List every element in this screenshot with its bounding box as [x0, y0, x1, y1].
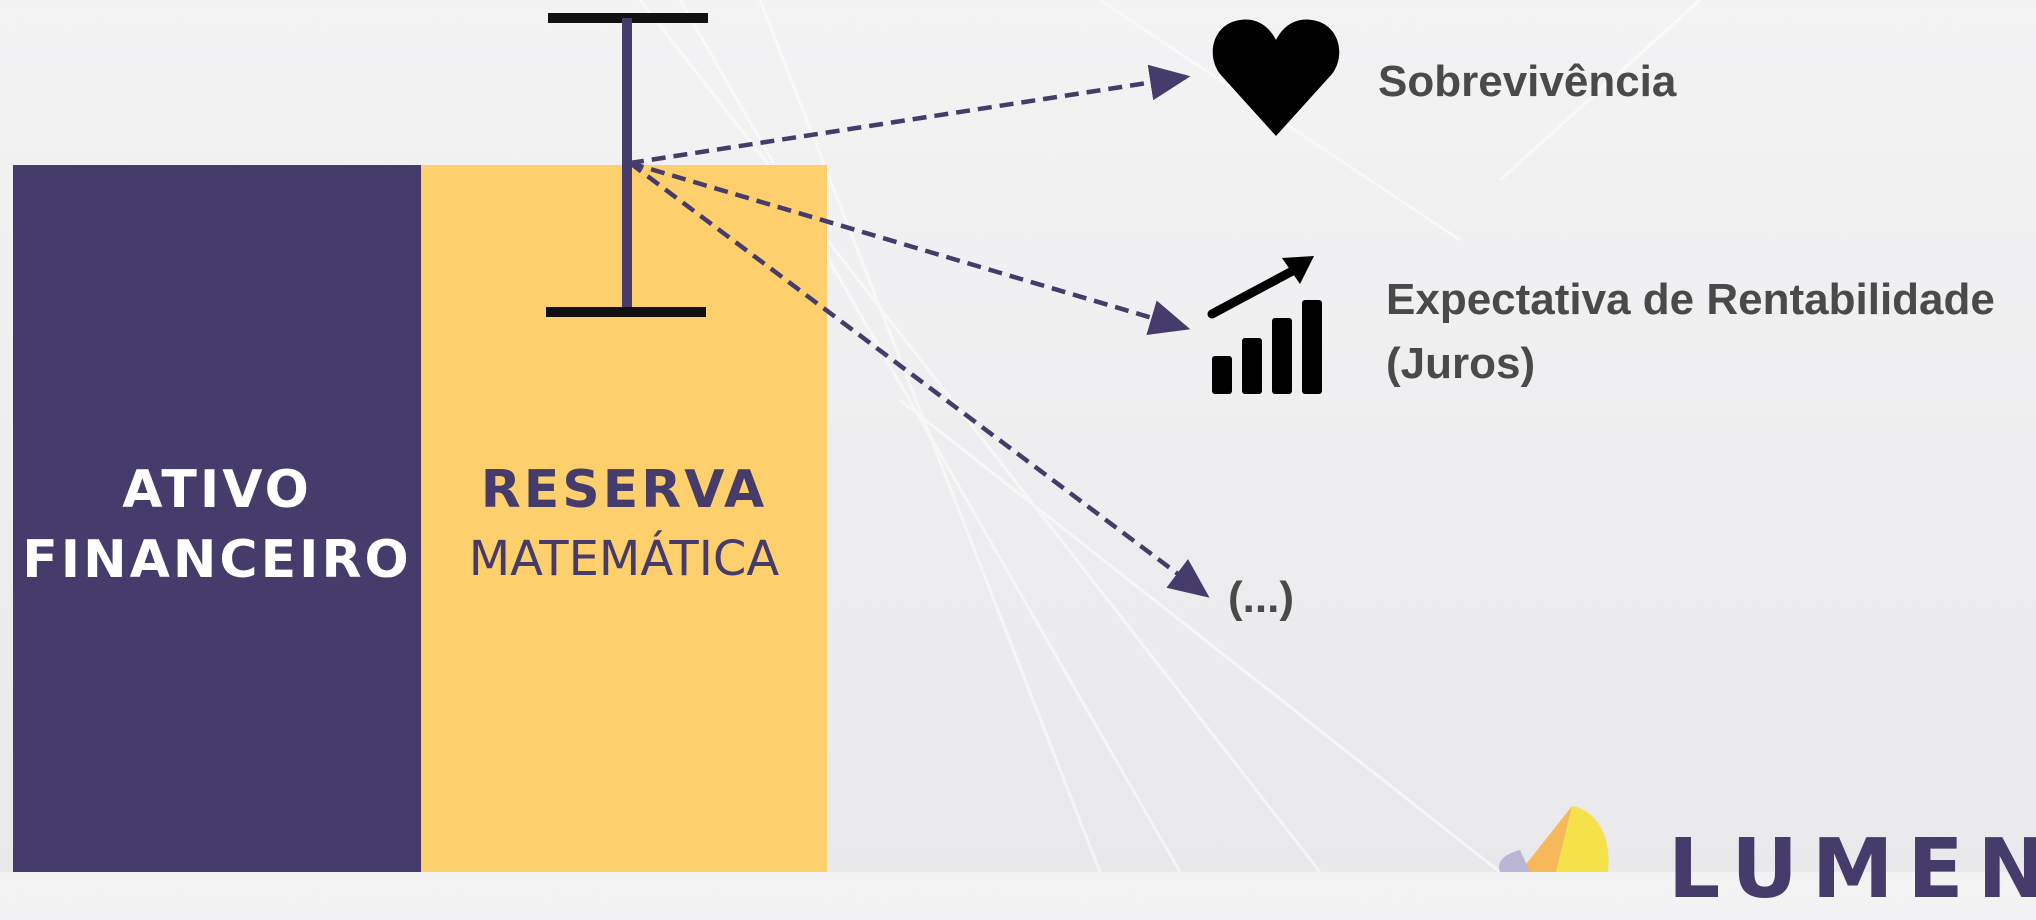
juros-label: (Juros) — [1386, 339, 1536, 388]
arrow-expectativa — [629, 160, 1191, 336]
range-and-arrows — [546, 13, 1210, 598]
reserva-line2: MATEMÁTICA — [468, 531, 780, 587]
sobrevivencia-label: Sobrevivência — [1378, 57, 1677, 106]
expectativa-label: Expectativa de Rentabilidade — [1386, 275, 1995, 324]
reserva-line1: RESERVA — [480, 460, 768, 520]
ativo-financeiro-column: ATIVO FINANCEIRO — [13, 165, 421, 872]
range-bar — [546, 13, 708, 317]
heart-icon — [1212, 19, 1340, 136]
lumens-logo-text: LUMENS — [1668, 822, 2036, 917]
bar-chart-up-icon — [1207, 256, 1322, 394]
outros-label: (...) — [1228, 573, 1294, 622]
arrow-outros — [628, 161, 1210, 598]
arrow-sobrevivencia — [629, 64, 1191, 166]
ativo-line2: FINANCEIRO — [22, 530, 412, 590]
ativo-line1: ATIVO — [122, 460, 312, 520]
lumens-logo-mark — [1498, 806, 1609, 872]
